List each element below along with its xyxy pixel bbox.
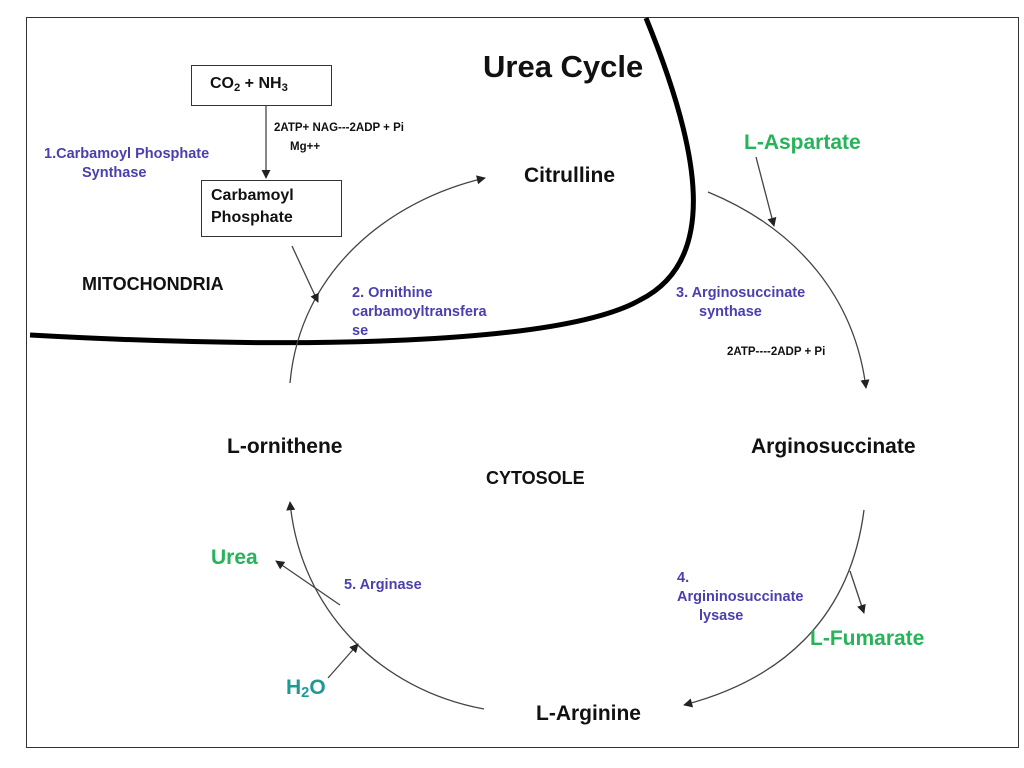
arrow-fumarate-out [849, 570, 866, 614]
arc-citrulline-to-arginosuccinate [707, 191, 870, 389]
aspartate-label: L-Aspartate [744, 131, 861, 154]
diagram-title: Urea Cycle [483, 49, 644, 84]
water-label: H2O [286, 676, 326, 701]
enzyme-2-line1: 2. Ornithine [352, 285, 433, 301]
step1-magnesium: Mg++ [290, 141, 321, 153]
arginosuccinate-label: Arginosuccinate [751, 435, 916, 458]
arc-arginine-to-ornithine [286, 501, 485, 710]
fumarate-label: L-Fumarate [810, 627, 925, 650]
arrow-aspartate-in [755, 156, 777, 227]
co2-nh3-label: CO2 + NH3 [210, 75, 288, 94]
enzyme-4-line1: 4. [677, 570, 690, 586]
carbamoyl-phosphate-box: Carbamoyl Phosphate [201, 180, 342, 237]
ornithene-label: L-ornithene [227, 435, 343, 458]
diagram-frame [26, 17, 1019, 748]
enzyme-1-line1: 1.Carbamoyl Phosphate [44, 146, 210, 162]
citrulline-label: Citrulline [524, 164, 616, 187]
arc-arginosuccinate-to-arginine [683, 509, 865, 708]
enzyme-3-line1: 3. Arginosuccinate [676, 285, 806, 301]
enzyme-5: 5. Arginase [344, 577, 422, 593]
enzyme-3-line2: synthase [699, 304, 762, 320]
cytosole-label: CYTOSOLE [486, 468, 585, 488]
arginine-label: L-Arginine [536, 702, 641, 725]
urea-label: Urea [211, 546, 258, 569]
arrow-water-in [327, 643, 359, 679]
arrow-carbamoyl-to-cycle [291, 245, 319, 303]
co2-nh3-box: CO2 + NH3 [191, 65, 332, 106]
enzyme-4-line3: lysase [699, 608, 744, 624]
enzyme-4-line2: Argininosuccinate [677, 589, 804, 605]
enzyme-1-line2: Synthase [82, 165, 147, 181]
mitochondria-label: MITOCHONDRIA [82, 274, 224, 294]
step3-cofactors: 2ATP----2ADP + Pi [727, 346, 826, 358]
mitochondrial-membrane [29, 17, 696, 346]
arrow-urea-out [275, 560, 341, 606]
arc-ornithine-to-citrulline [289, 175, 486, 384]
enzyme-2-line3: se [352, 323, 369, 339]
enzyme-2-line2: carbamoyltransfera [352, 304, 487, 320]
carbamoyl-line2: Phosphate [211, 209, 293, 226]
step1-cofactors: 2ATP+ NAG---2ADP + Pi [274, 122, 404, 134]
carbamoyl-line1: Carbamoyl [211, 187, 294, 204]
